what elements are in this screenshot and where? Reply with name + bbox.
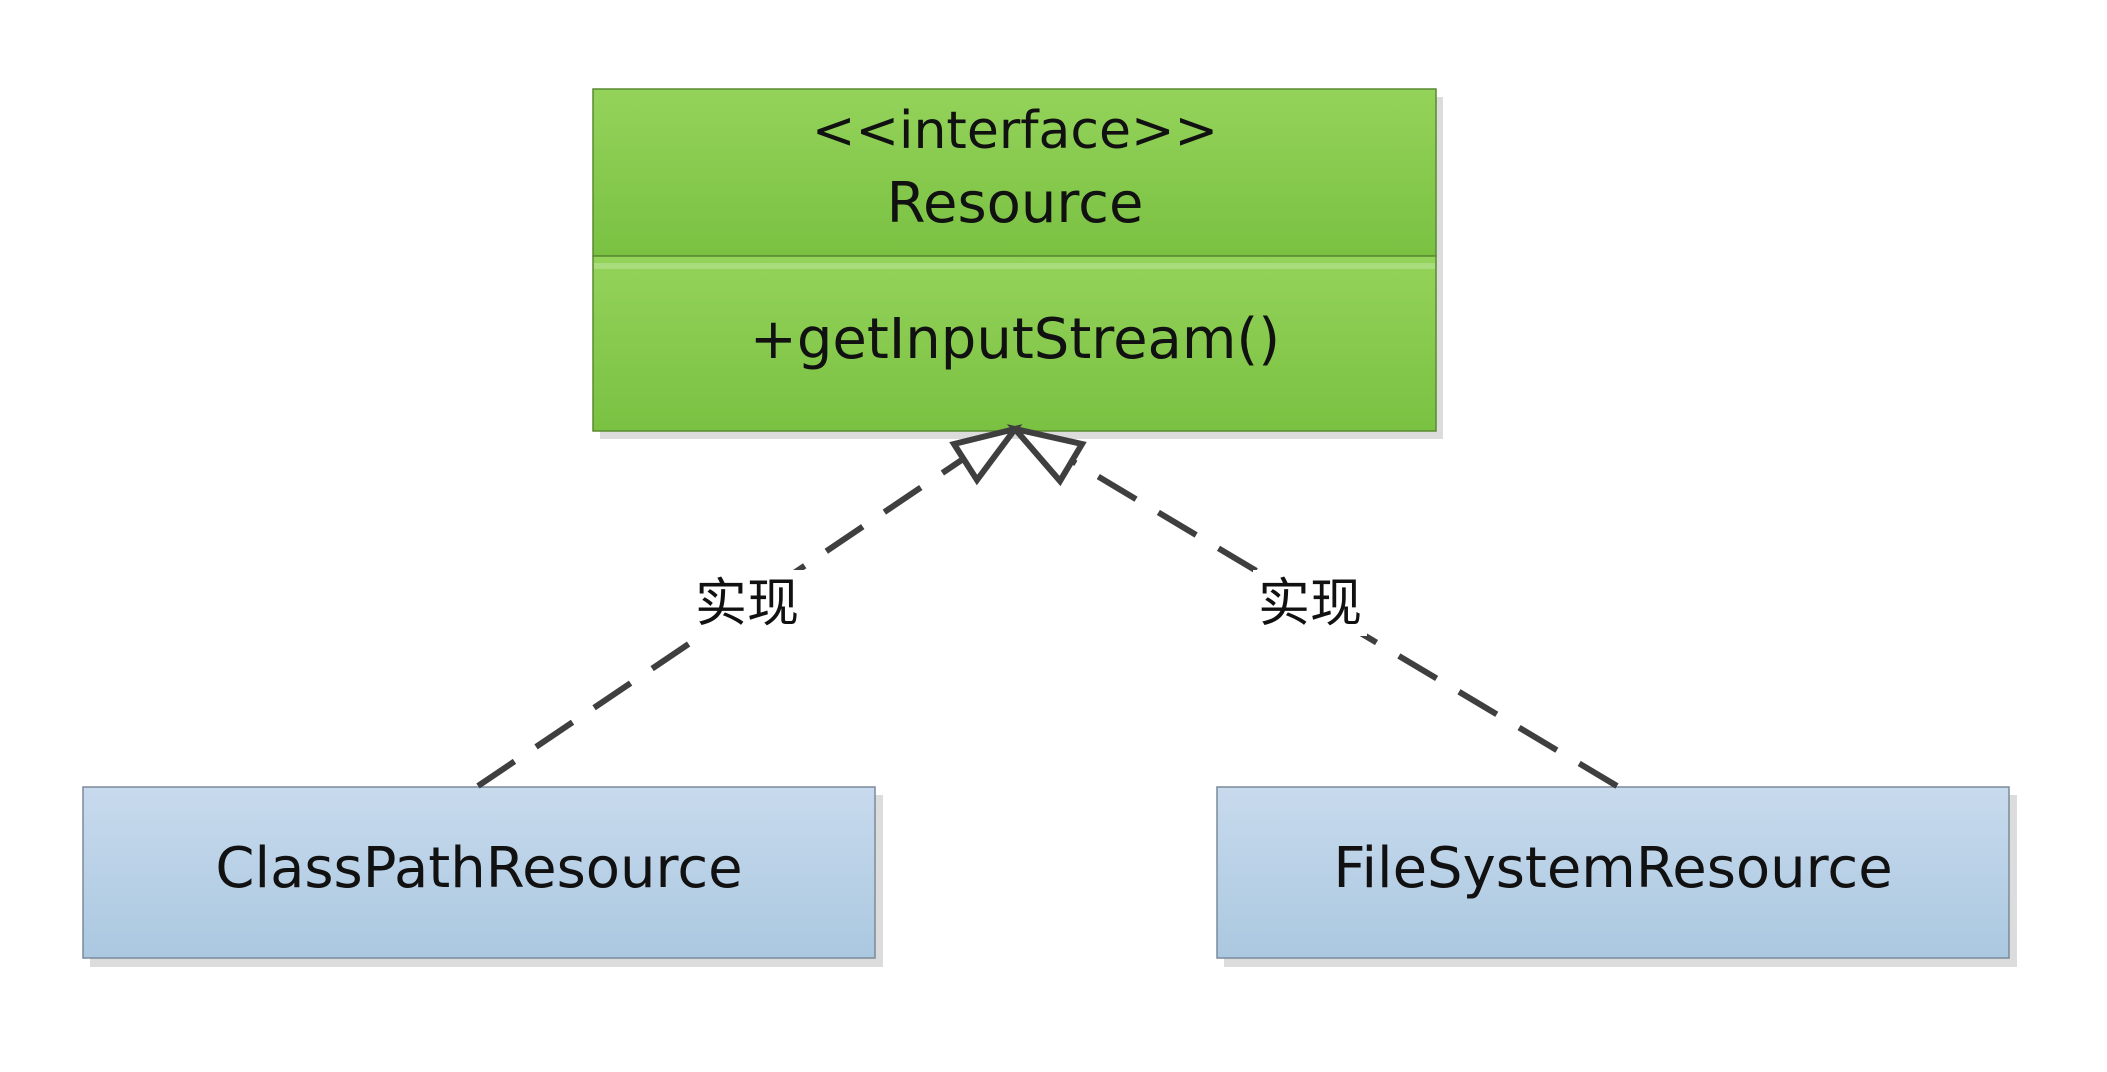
class-box xyxy=(82,786,876,959)
relation-label-right: 实现 xyxy=(1253,570,1367,636)
interface-method: +getInputStream() xyxy=(750,307,1280,372)
hollow-arrowhead-icon xyxy=(1006,424,1087,487)
label-background xyxy=(1253,570,1367,636)
class-classpathresource[interactable]: ClassPathResource xyxy=(82,786,883,967)
dashed-connector xyxy=(1055,449,1619,789)
class-name: ClassPathResource xyxy=(215,836,742,901)
class-filesystemresource[interactable]: FileSystemResource xyxy=(1216,786,2017,967)
interface-stereotype: <<interface>> xyxy=(812,101,1218,161)
hollow-arrowhead-icon xyxy=(949,424,1023,486)
relation-label: 实现 xyxy=(1258,574,1362,634)
interface-name: Resource xyxy=(887,171,1144,236)
interface-resource[interactable]: <<interface>> Resource +getInputStream() xyxy=(592,88,1443,439)
class-box xyxy=(1216,786,2010,959)
class-name: FileSystemResource xyxy=(1333,836,1892,901)
interface-header xyxy=(592,88,1437,257)
interface-methods xyxy=(592,255,1437,432)
relation-label-left: 实现 xyxy=(690,570,804,636)
relation-label: 实现 xyxy=(695,574,799,634)
realization-right[interactable] xyxy=(1006,424,1619,789)
label-background xyxy=(690,570,804,636)
